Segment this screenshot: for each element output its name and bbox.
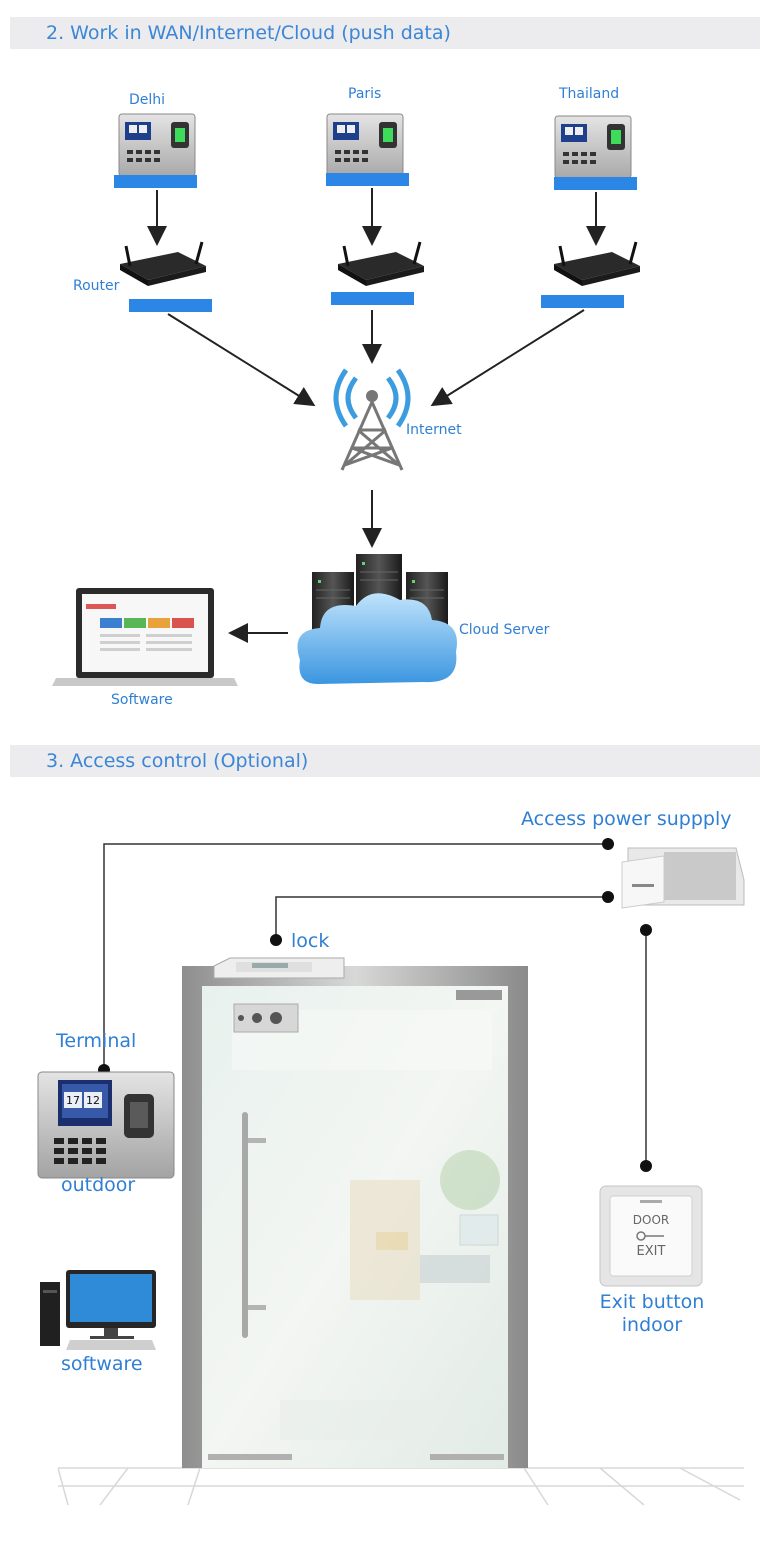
section2-banner: 2. Work in WAN/Internet/Cloud (push data… xyxy=(10,17,760,49)
cloud-server-icon xyxy=(297,554,457,684)
section3-banner: 3. Access control (Optional) xyxy=(10,745,760,777)
desktop-computer-icon xyxy=(40,1270,156,1350)
terminal-device-delhi xyxy=(118,113,196,177)
wire-junctions xyxy=(98,838,652,1172)
section2-title: 2. Work in WAN/Internet/Cloud (push data… xyxy=(46,22,451,44)
city-label-thailand: Thailand xyxy=(559,86,620,102)
exit-button-text-exit: EXIT xyxy=(637,1244,666,1259)
section3-title: 3. Access control (Optional) xyxy=(46,750,309,772)
indoor-label: indoor xyxy=(621,1314,683,1336)
label-bar-router1 xyxy=(129,299,212,312)
software-label: Software xyxy=(111,692,173,708)
label-bar-paris xyxy=(326,173,409,186)
label-bar-router3 xyxy=(541,295,624,308)
power-supply-device xyxy=(621,847,745,909)
terminal-device-thailand xyxy=(554,115,632,179)
lock-label: lock xyxy=(291,930,330,952)
outdoor-label: outdoor xyxy=(61,1174,136,1196)
router-label: Router xyxy=(73,278,120,294)
label-bar-thailand xyxy=(554,177,637,190)
city-label-delhi: Delhi xyxy=(129,92,166,108)
arrow-router1-internet xyxy=(167,313,316,407)
router-icon-delhi xyxy=(120,241,206,286)
router-icon-paris xyxy=(338,241,424,286)
internet-tower-icon xyxy=(333,368,411,471)
exit-button-label: Exit button xyxy=(599,1291,705,1313)
power-supply-label: Access power suppply xyxy=(521,808,732,830)
wiring xyxy=(103,843,647,1165)
arrow-router3-internet xyxy=(430,309,585,407)
router-icon-thailand xyxy=(554,241,640,286)
lock-device xyxy=(213,957,345,979)
exit-button-text-door: DOOR xyxy=(633,1213,669,1227)
glass-door xyxy=(182,966,528,1468)
terminal-device-paris xyxy=(326,113,404,177)
terminal-label: Terminal xyxy=(56,1030,137,1052)
wan-diagram xyxy=(52,113,640,686)
terminal-screen-minute: 12 xyxy=(86,1094,100,1107)
terminal-screen-hour: 17 xyxy=(66,1094,80,1107)
label-bar-router2 xyxy=(331,292,414,305)
floor xyxy=(57,1467,744,1506)
laptop-icon xyxy=(52,588,238,686)
exit-button-device: DOOR EXIT xyxy=(599,1185,703,1287)
internet-label: Internet xyxy=(406,422,462,438)
terminal-device: 17 12 xyxy=(37,1071,175,1179)
cloud-server-label: Cloud Server xyxy=(459,622,550,638)
software-label-2: software xyxy=(61,1353,143,1375)
label-bar-delhi xyxy=(114,175,197,188)
city-label-paris: Paris xyxy=(348,86,382,102)
